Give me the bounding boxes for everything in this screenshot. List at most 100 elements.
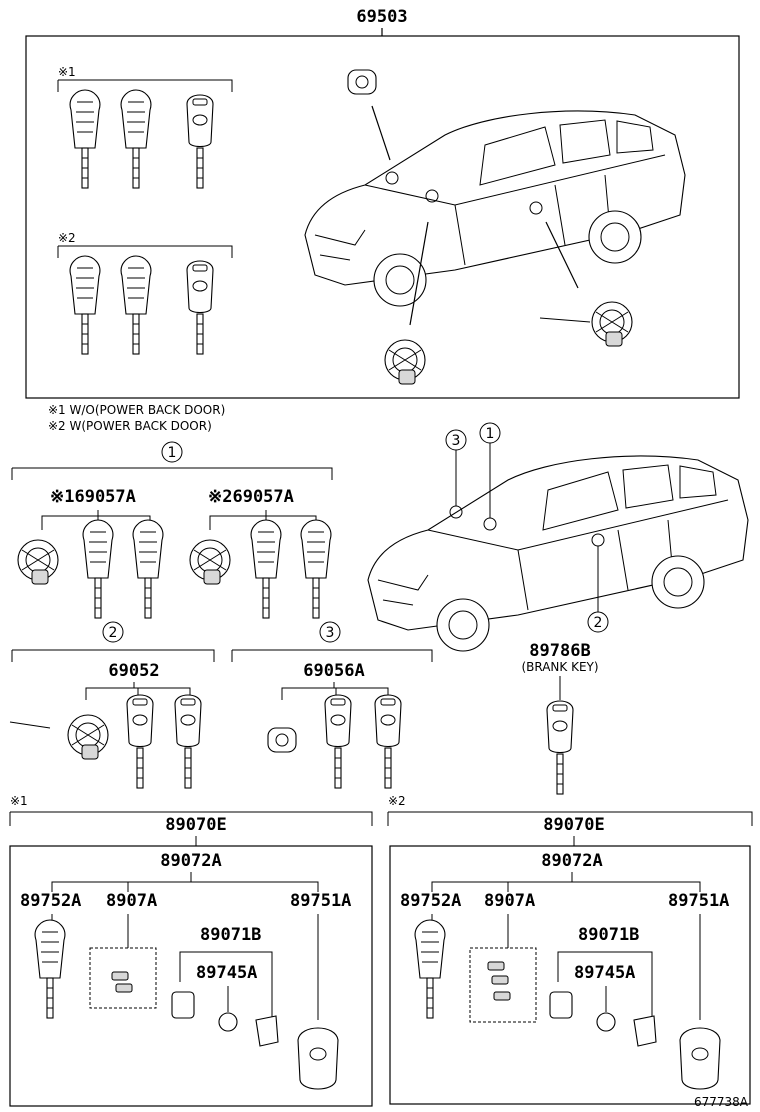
vehicle-illustration-top — [304, 110, 686, 307]
bracket-89070e-1 — [9, 811, 373, 826]
vehicle-illustration-middle — [367, 455, 749, 652]
battery-89745a-2 — [596, 1012, 616, 1032]
circle-3-label: 3 — [326, 625, 335, 641]
glove-cylinder-top — [347, 69, 377, 95]
key-fob-1 — [69, 89, 101, 189]
button-pad-2b — [491, 975, 509, 985]
part-label-89070e-1: 89070E — [165, 815, 226, 835]
transmitter-89071b-1 — [171, 991, 195, 1019]
part-label-89071b-2: 89071B — [578, 925, 639, 945]
bracket-group-1 — [11, 467, 333, 480]
key-69056a-b — [374, 694, 402, 789]
key-fob-4 — [120, 255, 152, 355]
circle-3 — [319, 621, 341, 643]
point-glove — [385, 171, 399, 185]
circle-3-car-label: 3 — [452, 433, 461, 449]
diagram-id: 677738A — [694, 1095, 749, 1109]
part-label-89070e-2: 89070E — [543, 815, 604, 835]
key-69052-b — [174, 694, 202, 789]
arrow-ignition — [409, 221, 429, 326]
part-label-89745a-1: 89745A — [196, 963, 257, 983]
key-fob-3 — [69, 255, 101, 355]
part-label-89751a-1: 89751A — [290, 891, 351, 911]
bracket-note2 — [57, 245, 233, 258]
note1-mark: ※1 — [58, 65, 76, 79]
logo-89751a-2 — [691, 1047, 709, 1061]
remote-89751a-2 — [679, 1027, 721, 1090]
part-label-89786b: 89786B — [529, 641, 590, 661]
door-cylinder-69052 — [67, 714, 109, 760]
cylinder-69057a-2 — [189, 539, 231, 585]
key-master-1 — [186, 94, 214, 189]
part-label-89072a-1: 89072A — [160, 851, 221, 871]
part-label-89752a-2: 89752A — [400, 891, 461, 911]
part-label-69503: 69503 — [356, 7, 407, 27]
logo-89751a-1 — [309, 1047, 327, 1061]
note2-mark: ※2 — [58, 231, 76, 245]
door-cylinder-top — [591, 301, 633, 347]
note1-mark-bottom: ※1 — [10, 794, 28, 808]
circle-1-label: 1 — [168, 445, 177, 461]
point-ignition-mid — [483, 517, 497, 531]
note1-text: ※1 W/O(POWER BACK DOOR) — [48, 403, 225, 417]
note2-mark-bottom: ※2 — [388, 794, 406, 808]
bracket-89070e-2 — [387, 811, 753, 826]
brank-key-label: (BRANK KEY) — [521, 660, 598, 674]
key-fob-2 — [120, 89, 152, 189]
circle-1 — [161, 441, 183, 463]
button-pad-2c — [493, 991, 511, 1001]
part-label-69057a-2: ※269057A — [208, 487, 294, 507]
button-pad-1a — [111, 971, 129, 981]
point-glove-mid — [449, 505, 463, 519]
battery-89745a-1 — [218, 1012, 238, 1032]
cylinder-69057a-1 — [17, 539, 59, 585]
leader-89072a-2 — [431, 872, 701, 892]
part-label-89745a-2: 89745A — [574, 963, 635, 983]
key-shell-89752a-1 — [34, 919, 66, 1019]
cover-89071b-2 — [633, 1015, 657, 1047]
car-callout-leaders — [455, 443, 491, 518]
part-label-89751a-2: 89751A — [668, 891, 729, 911]
key-69057a-1b — [132, 519, 164, 619]
part-label-89752a-1: 89752A — [20, 891, 81, 911]
circle-2-label: 2 — [109, 625, 118, 641]
arrow-door — [545, 221, 579, 289]
key-69056a-a — [324, 694, 352, 789]
circle-2-car — [587, 611, 609, 633]
cover-89071b-1 — [255, 1015, 279, 1047]
part-label-69056a: 69056A — [303, 661, 364, 681]
kit-box-69503 — [25, 35, 740, 399]
arrow-glove — [371, 105, 391, 161]
point-ignition — [425, 189, 439, 203]
part-label-8907a-1: 8907A — [106, 891, 157, 911]
circle-2-car-label: 2 — [594, 615, 603, 631]
switch-box-8907a-1 — [89, 947, 157, 1009]
door-rod-top — [539, 317, 591, 323]
ignition-cylinder-top — [384, 339, 426, 385]
part-label-69057a-1: ※169057A — [50, 487, 136, 507]
bracket-group-2 — [11, 649, 215, 662]
key-69057a-2a — [250, 519, 282, 619]
note2-text: ※2 W(POWER BACK DOOR) — [48, 419, 212, 433]
kit-box-89070e-1 — [9, 845, 373, 1107]
glove-cylinder-69056a — [267, 727, 297, 753]
part-label-69052: 69052 — [108, 661, 159, 681]
circle-1-car-label: 1 — [486, 426, 495, 442]
part-label-89072a-2: 89072A — [541, 851, 602, 871]
switch-box-8907a-2 — [469, 947, 537, 1023]
key-69057a-2b — [300, 519, 332, 619]
point-door — [529, 201, 543, 215]
button-pad-1b — [115, 983, 133, 993]
bracket-note1 — [57, 79, 233, 92]
transmitter-89071b-2 — [549, 991, 573, 1019]
key-69052-a — [126, 694, 154, 789]
key-shell-89752a-2 — [414, 919, 446, 1019]
key-master-2 — [186, 260, 214, 355]
part-label-8907a-2: 8907A — [484, 891, 535, 911]
key-89786b — [546, 700, 574, 795]
kit-box-89070e-2 — [389, 845, 751, 1105]
remote-89751a-1 — [297, 1027, 339, 1090]
bracket-group-3 — [231, 649, 433, 662]
door-rod-69052 — [9, 721, 51, 729]
